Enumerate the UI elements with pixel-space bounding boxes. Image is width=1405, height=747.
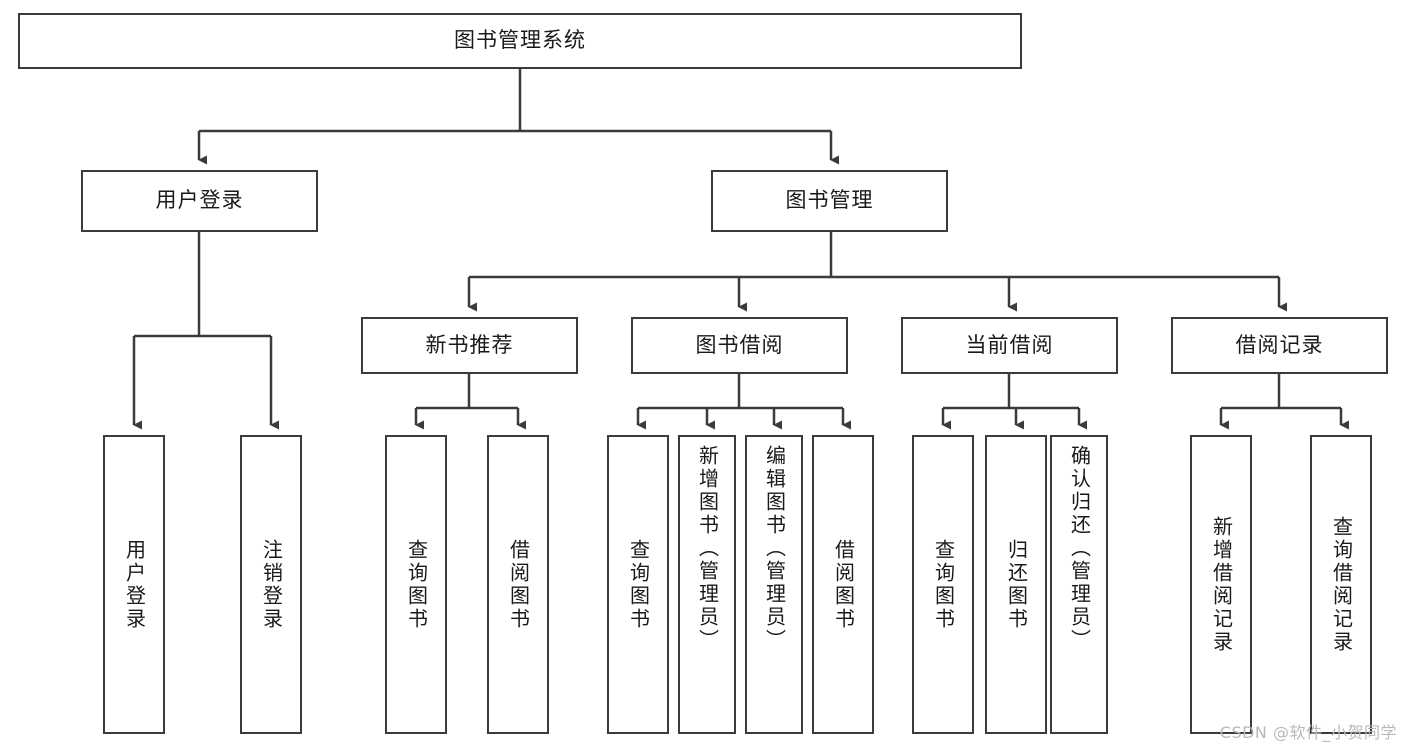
leaf-edit-book-admin-label: 编辑图书（管理员） <box>762 445 787 652</box>
leaf-user-login-label: 用户登录 <box>122 538 147 631</box>
node-book-management-label: 图书管理 <box>785 188 874 213</box>
node-book-borrow-label: 图书借阅 <box>695 332 784 357</box>
leaf-borrow-book-recommend[interactable]: 借阅图书 <box>487 435 549 734</box>
leaf-query-book-recommend[interactable]: 查询图书 <box>385 435 447 734</box>
node-user-login[interactable]: 用户登录 <box>81 170 318 232</box>
node-root[interactable]: 图书管理系统 <box>18 13 1022 69</box>
node-new-book-recommend-label: 新书推荐 <box>425 332 514 357</box>
leaf-add-borrow-record[interactable]: 新增借阅记录 <box>1190 435 1252 734</box>
node-root-label: 图书管理系统 <box>454 28 586 53</box>
node-new-book-recommend[interactable]: 新书推荐 <box>361 317 578 374</box>
node-book-borrow[interactable]: 图书借阅 <box>631 317 848 374</box>
leaf-edit-book-admin[interactable]: 编辑图书（管理员） <box>745 435 803 734</box>
leaf-borrow-book[interactable]: 借阅图书 <box>812 435 874 734</box>
node-borrow-records[interactable]: 借阅记录 <box>1171 317 1388 374</box>
leaf-query-book-recommend-label: 查询图书 <box>404 538 429 631</box>
leaf-borrow-book-recommend-label: 借阅图书 <box>506 538 531 631</box>
leaf-return-book-label: 归还图书 <box>1004 538 1029 631</box>
leaf-add-book-admin[interactable]: 新增图书（管理员） <box>678 435 736 734</box>
leaf-user-logout[interactable]: 注销登录 <box>240 435 302 734</box>
leaf-query-borrow-record[interactable]: 查询借阅记录 <box>1310 435 1372 734</box>
node-current-borrow-label: 当前借阅 <box>965 332 1054 357</box>
node-borrow-records-label: 借阅记录 <box>1235 332 1324 357</box>
leaf-query-book-borrow-label: 查询图书 <box>626 538 651 631</box>
leaf-query-borrow-record-label: 查询借阅记录 <box>1329 515 1354 654</box>
leaf-user-login[interactable]: 用户登录 <box>103 435 165 734</box>
node-user-login-label: 用户登录 <box>155 188 244 213</box>
leaf-add-book-admin-label: 新增图书（管理员） <box>695 445 720 652</box>
leaf-confirm-return-admin-label: 确认归还（管理员） <box>1067 445 1092 652</box>
leaf-query-book-current[interactable]: 查询图书 <box>912 435 974 734</box>
leaf-query-book-current-label: 查询图书 <box>931 538 956 631</box>
node-book-management[interactable]: 图书管理 <box>711 170 948 232</box>
leaf-return-book[interactable]: 归还图书 <box>985 435 1047 734</box>
leaf-query-book-borrow[interactable]: 查询图书 <box>607 435 669 734</box>
leaf-user-logout-label: 注销登录 <box>259 538 284 631</box>
leaf-add-borrow-record-label: 新增借阅记录 <box>1209 515 1234 654</box>
leaf-borrow-book-label: 借阅图书 <box>831 538 856 631</box>
watermark: CSDN @软件_小贺同学 <box>1219 723 1397 742</box>
leaf-confirm-return-admin[interactable]: 确认归还（管理员） <box>1050 435 1108 734</box>
node-current-borrow[interactable]: 当前借阅 <box>901 317 1118 374</box>
